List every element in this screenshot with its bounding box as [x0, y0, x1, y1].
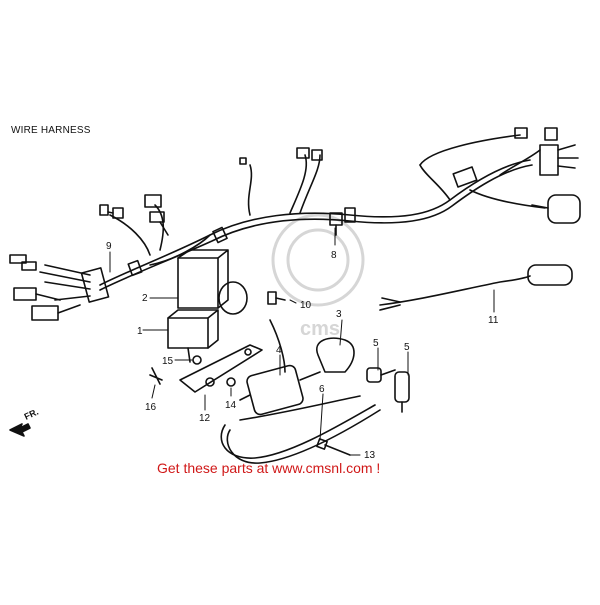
callout-11: 11 — [488, 315, 499, 326]
direction-label: FR. — [23, 407, 40, 422]
component-1-cdi — [167, 309, 219, 363]
upper-left-connectors — [99, 147, 343, 236]
callout-1: 1 — [137, 326, 143, 337]
callout-6: 6 — [319, 384, 325, 395]
callout-8: 8 — [331, 250, 337, 261]
front-direction-arrow — [9, 423, 31, 437]
component-2-regulator — [177, 249, 248, 315]
fasteners — [149, 355, 236, 387]
callout-5b: 5 — [404, 342, 410, 353]
callout-12: 12 — [199, 413, 211, 424]
callout-2: 2 — [142, 293, 148, 304]
left-connectors — [9, 254, 110, 321]
component-6-leads — [220, 395, 381, 464]
callout-3: 3 — [336, 309, 342, 320]
callout-15: 15 — [162, 356, 174, 367]
callout-16: 16 — [145, 402, 157, 413]
component-11-sub-harness — [379, 264, 573, 311]
promo-link-text[interactable]: Get these parts at www.cmsnl.com ! — [157, 460, 381, 476]
component-3-holder — [316, 337, 355, 373]
component-13-bolt — [316, 438, 351, 456]
component-4-ignition-coil — [239, 319, 321, 416]
upper-right-connectors — [452, 127, 581, 224]
callout-13: 13 — [364, 450, 376, 461]
leader-lines — [109, 227, 495, 456]
watermark-logo: cms — [271, 213, 365, 340]
component-12-bracket — [179, 344, 263, 393]
callout-9: 9 — [106, 241, 112, 252]
component-10-connector — [267, 291, 286, 305]
watermark-text: cms — [300, 318, 340, 340]
component-5-plug-caps — [366, 367, 410, 413]
callout-4: 4 — [276, 345, 282, 356]
callout-10: 10 — [300, 300, 312, 311]
callout-14: 14 — [225, 400, 237, 411]
callout-5a: 5 — [373, 338, 379, 349]
diagram-title: WIRE HARNESS — [11, 125, 91, 136]
